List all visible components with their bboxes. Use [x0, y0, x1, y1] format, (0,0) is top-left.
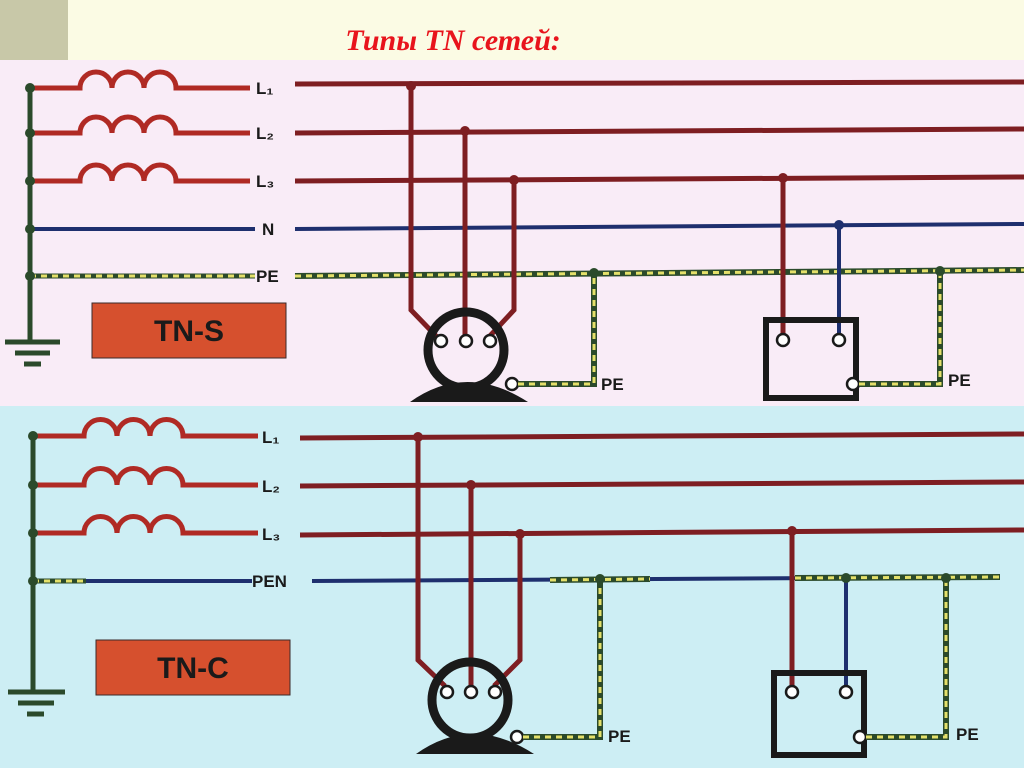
tn-s-l2-label: L₂ — [256, 124, 274, 143]
tn-c-l1-line — [299, 431, 1024, 441]
tn-s-l1-label: L₁ — [256, 79, 273, 98]
tn-c-l2-coil — [33, 466, 258, 488]
page-title: Типы TN сетей: — [345, 24, 561, 57]
tn-c-l3-label: L₃ — [262, 525, 280, 544]
tn-c-diagram: L₁ L₂ L₃ PEN — [8, 417, 1024, 758]
tn-c-motor-pe-label: PE — [608, 727, 631, 746]
tn-c-pen-label: PEN — [252, 572, 287, 591]
tn-s-l3-line — [294, 174, 1024, 184]
decorative-square — [0, 0, 68, 60]
tn-c-l3-line — [299, 527, 1024, 538]
tn-c-l1-label: L₁ — [262, 428, 279, 447]
tn-c-l2-label: L₂ — [262, 477, 280, 496]
tn-s-l1-line — [294, 79, 1024, 87]
tn-s-n-line — [294, 222, 1024, 231]
tn-s-diagram: L₁ L₂ L₃ N PE PE — [5, 69, 1024, 402]
tn-c-device-pe-label: PE — [956, 725, 979, 744]
tn-c-l2-line — [299, 479, 1024, 489]
tn-s-motor-icon — [410, 307, 528, 402]
tn-c-ground-symbol — [8, 689, 65, 717]
tn-s-l2-coil — [30, 114, 250, 136]
tn-c-panel — [0, 406, 1024, 768]
tn-s-ground-symbol — [5, 339, 60, 367]
tn-s-badge: TN-S — [91, 302, 287, 359]
tn-s-device-icon — [763, 317, 861, 401]
tn-s-l3-coil — [30, 162, 250, 184]
tn-c-l1-coil — [33, 417, 258, 439]
tn-s-l1-coil — [30, 69, 250, 91]
tn-c-motor-icon — [416, 657, 534, 754]
tn-s-l3-label: L₃ — [256, 172, 274, 191]
tn-s-motor-pe-label: PE — [601, 375, 624, 394]
tn-s-n-label: N — [262, 220, 274, 239]
tn-c-badge: TN-C — [95, 639, 291, 696]
tn-c-l3-coil — [33, 514, 258, 536]
tn-s-pe-label: PE — [256, 267, 279, 286]
tn-s-device-pe-label: PE — [948, 371, 971, 390]
tn-s-l2-line — [294, 126, 1024, 136]
svg-text:TN-C: TN-C — [157, 652, 229, 685]
tn-c-device-icon — [771, 670, 868, 758]
svg-text:TN-S: TN-S — [154, 315, 224, 348]
